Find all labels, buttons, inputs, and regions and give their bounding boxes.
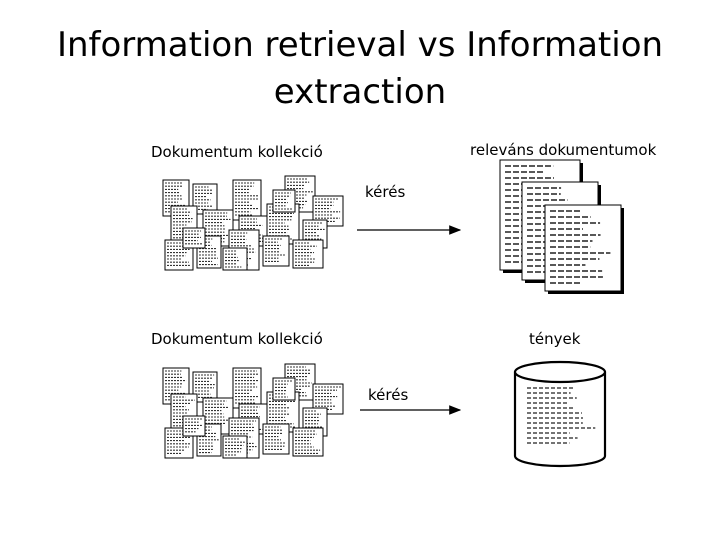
top-document-collection	[162, 175, 344, 271]
collection-page	[272, 189, 296, 213]
collection-page	[292, 239, 324, 269]
title-line-1: Information retrieval vs Information	[56, 25, 664, 65]
bottom-query-label: kérés	[368, 386, 409, 404]
relevant-document	[544, 204, 624, 294]
collection-page	[292, 427, 324, 457]
top-result-label: releváns dokumentumok	[470, 141, 657, 159]
collection-page	[222, 247, 248, 271]
collection-page	[182, 227, 206, 249]
top-query-label: kérés	[365, 183, 406, 201]
collection-page	[272, 377, 296, 401]
collection-page	[262, 423, 290, 455]
bottom-result-label: tények	[529, 330, 581, 348]
title-line-2: extraction	[273, 72, 447, 112]
relevant-documents-stack	[499, 159, 624, 294]
bottom-document-collection	[162, 363, 344, 459]
collection-page	[182, 415, 206, 437]
collection-page	[232, 367, 262, 409]
collection-page	[312, 195, 344, 227]
bottom-collection-label: Dokumentum kollekció	[151, 330, 323, 348]
collection-page	[262, 235, 290, 267]
slide-title: Information retrieval vs Information ext…	[0, 22, 720, 116]
facts-database-icon	[513, 360, 607, 468]
collection-page	[222, 435, 248, 459]
top-collection-label: Dokumentum kollekció	[151, 143, 323, 161]
collection-page	[232, 179, 262, 221]
